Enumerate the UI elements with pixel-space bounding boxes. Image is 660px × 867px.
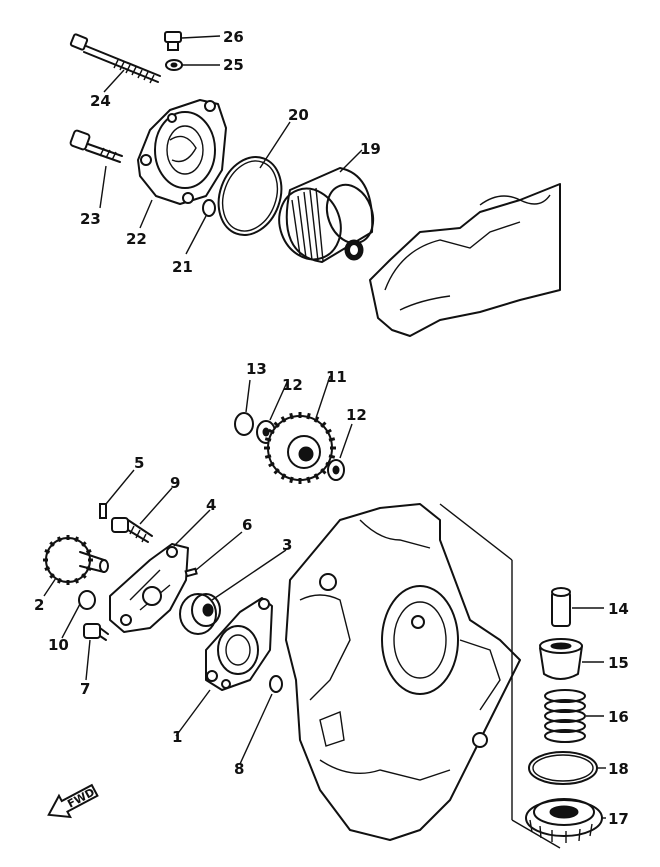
gear-tooth <box>313 473 320 480</box>
callout-3: 3 <box>282 536 292 554</box>
gear-tooth <box>313 416 320 423</box>
callout-25: 25 <box>223 56 244 74</box>
callout-26: 26 <box>223 28 244 46</box>
gear-tooth <box>44 549 51 554</box>
gear-tooth <box>44 566 51 571</box>
spring-part-16 <box>544 689 586 743</box>
short-bolt-part-23 <box>69 129 123 163</box>
washer-part-12-lower <box>327 459 345 481</box>
gear-tooth <box>289 412 294 420</box>
callout-20: 20 <box>288 106 309 124</box>
gear-tooth <box>264 454 272 459</box>
gear-tooth <box>306 476 311 484</box>
callout-16: 16 <box>608 708 629 726</box>
pump-housing-part-4 <box>109 543 189 633</box>
oil-pump-gear-part-2 <box>43 535 109 585</box>
forward-label: FWD <box>65 786 97 811</box>
callout-11: 11 <box>326 368 347 386</box>
callout-12-upper: 12 <box>282 376 303 394</box>
callout-4: 4 <box>206 496 216 514</box>
pump-cover-part-1 <box>205 597 273 691</box>
gear-tooth <box>320 468 327 475</box>
callout-17: 17 <box>608 810 629 828</box>
callout-21: 21 <box>172 258 193 276</box>
gear-tooth <box>280 416 287 423</box>
gear-tooth <box>85 549 92 554</box>
callout-1: 1 <box>172 728 182 746</box>
callout-6: 6 <box>242 516 252 534</box>
bolt-part-7 <box>83 623 109 641</box>
gear-tooth <box>289 476 294 484</box>
callout-19: 19 <box>360 140 381 158</box>
filter-cover-part-22 <box>137 99 227 205</box>
circlip-part-13 <box>234 412 254 436</box>
leader-lines <box>43 35 606 819</box>
pin-part-6 <box>184 567 198 578</box>
callout-23: 23 <box>80 210 101 228</box>
pin-part-5 <box>99 503 107 519</box>
callout-8: 8 <box>234 760 244 778</box>
plug-nut-part-17 <box>525 798 603 843</box>
callout-10: 10 <box>48 636 69 654</box>
gear-tooth <box>81 573 87 579</box>
callout-14: 14 <box>608 600 629 618</box>
large-o-ring-part-20 <box>217 156 283 236</box>
callout-18: 18 <box>608 760 629 778</box>
oil-filter-element-part-19 <box>278 167 375 263</box>
gear-tooth <box>57 577 62 584</box>
washer-part-25 <box>165 59 183 71</box>
gear-tooth <box>320 421 327 428</box>
gear-tooth <box>57 536 62 543</box>
engine-case-upper <box>369 183 561 337</box>
relief-bracket-frame <box>439 503 561 849</box>
gear-tooth <box>306 412 311 420</box>
gear-tooth <box>325 428 332 435</box>
arrow-forward-icon: FWD <box>47 783 99 819</box>
callout-24: 24 <box>90 92 111 110</box>
gear-tooth <box>328 454 336 459</box>
long-bolt-part-24 <box>69 33 161 84</box>
gear-tooth <box>49 541 55 547</box>
callout-13: 13 <box>246 360 267 378</box>
gear-tooth <box>268 428 275 435</box>
gear-tooth <box>49 573 55 579</box>
cap-part-15 <box>539 638 583 680</box>
o-ring-part-18 <box>528 751 598 785</box>
gear-tooth <box>264 437 272 442</box>
small-bolt-part-26 <box>164 31 182 51</box>
pipe-part-14 <box>551 587 571 627</box>
gear-tooth <box>280 473 287 480</box>
callout-15: 15 <box>608 654 629 672</box>
dowel-part-10 <box>78 590 96 610</box>
callout-5: 5 <box>134 454 144 472</box>
callout-2: 2 <box>34 596 44 614</box>
rotor-part-3 <box>179 593 221 635</box>
oil-pump-drive-gear-part-11 <box>264 412 336 484</box>
gear-tooth <box>268 461 275 468</box>
gear-tooth <box>273 468 280 475</box>
gear-tooth <box>328 437 336 442</box>
callout-22: 22 <box>126 230 147 248</box>
gear-tooth <box>273 421 280 428</box>
gear-tooth <box>81 541 87 547</box>
callout-9: 9 <box>170 474 180 492</box>
o-ring-part-8 <box>269 675 283 693</box>
bolt-part-9 <box>111 517 153 543</box>
engine-case-lower <box>285 503 521 841</box>
gear-tooth <box>74 577 79 584</box>
gear-tooth <box>74 536 79 543</box>
small-o-ring-part-21 <box>202 199 216 217</box>
callout-12-lower: 12 <box>346 406 367 424</box>
callout-labels: 26 25 24 23 22 21 20 19 13 12 11 12 5 9 … <box>34 28 629 828</box>
callout-7: 7 <box>80 680 90 698</box>
